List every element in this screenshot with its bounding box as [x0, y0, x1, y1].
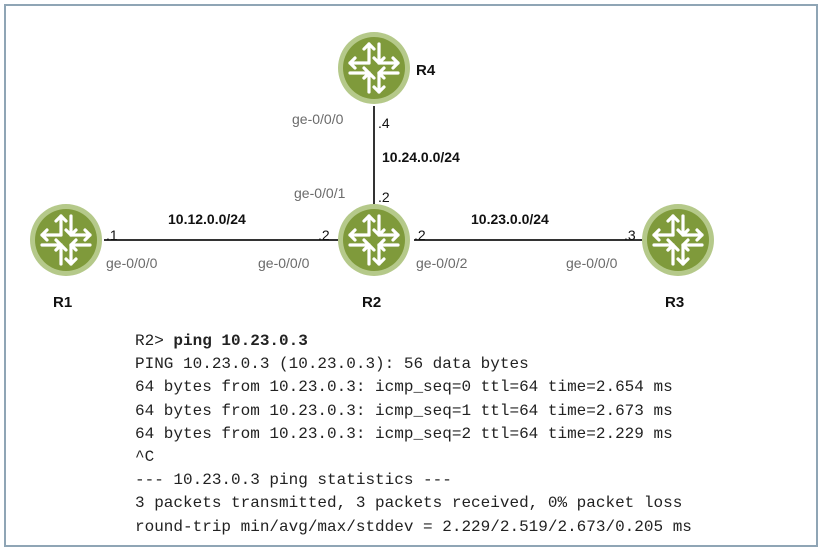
- router-r3-icon: [640, 202, 716, 278]
- terminal-line: PING 10.23.0.3 (10.23.0.3): 56 data byte…: [135, 355, 529, 374]
- router-r4-icon: [336, 30, 412, 106]
- router-r3-name: R3: [665, 294, 684, 311]
- router-r4-name: R4: [416, 62, 436, 79]
- terminal-line: 64 bytes from 10.23.0.3: icmp_seq=1 ttl=…: [135, 401, 673, 420]
- link-r1-r2-r2-interface: ge-0/0/0: [258, 255, 310, 271]
- link-r1-r2-r2-octet: .2: [318, 227, 330, 243]
- link-r1-r2-r1-interface: ge-0/0/0: [106, 255, 158, 271]
- link-r2-r3-r3-interface: ge-0/0/0: [566, 255, 618, 271]
- link-r1-r2-r1-octet: .1: [106, 227, 118, 243]
- link-r2-r4-r4-octet: .4: [378, 115, 390, 131]
- link-r2-r4-r2-octet: .2: [378, 189, 390, 205]
- link-r2-r3-r2-octet: .2: [414, 227, 426, 243]
- terminal-line: 3 packets transmitted, 3 packets receive…: [135, 494, 683, 513]
- link-r2-r3-r3-octet: .3: [624, 227, 636, 243]
- terminal-line: 64 bytes from 10.23.0.3: icmp_seq=2 ttl=…: [135, 424, 673, 443]
- link-r2-r4-r2-interface: ge-0/0/1: [294, 185, 346, 201]
- terminal-prompt: R2>: [135, 332, 174, 350]
- link-r2-r4-r4-interface: ge-0/0/0: [292, 111, 344, 127]
- router-r1-icon: [28, 202, 104, 278]
- figure-frame: R4 R1 R2 R3 10.12.0.0/24 .1 ge-0/0/0 .2 …: [4, 4, 818, 547]
- router-r2-name: R2: [362, 294, 381, 311]
- terminal-command: ping 10.23.0.3: [173, 332, 308, 350]
- terminal-line: round-trip min/avg/max/stddev = 2.229/2.…: [135, 517, 692, 536]
- terminal-output: R2> ping 10.23.0.3 PING 10.23.0.3 (10.23…: [135, 330, 692, 539]
- terminal-line: 64 bytes from 10.23.0.3: icmp_seq=0 ttl=…: [135, 378, 673, 397]
- network-topology: R4 R1 R2 R3 10.12.0.0/24 .1 ge-0/0/0 .2 …: [28, 30, 716, 311]
- link-r2-r3-r2-interface: ge-0/0/2: [416, 255, 468, 271]
- link-r2-r3-network: 10.23.0.0/24: [471, 211, 549, 227]
- router-r1-name: R1: [53, 294, 72, 311]
- link-r2-r4-network: 10.24.0.0/24: [382, 149, 460, 165]
- link-r1-r2-network: 10.12.0.0/24: [168, 211, 246, 227]
- terminal-line: --- 10.23.0.3 ping statistics ---: [135, 471, 452, 490]
- router-r2-icon: [336, 202, 412, 278]
- terminal-line: ^C: [135, 448, 155, 467]
